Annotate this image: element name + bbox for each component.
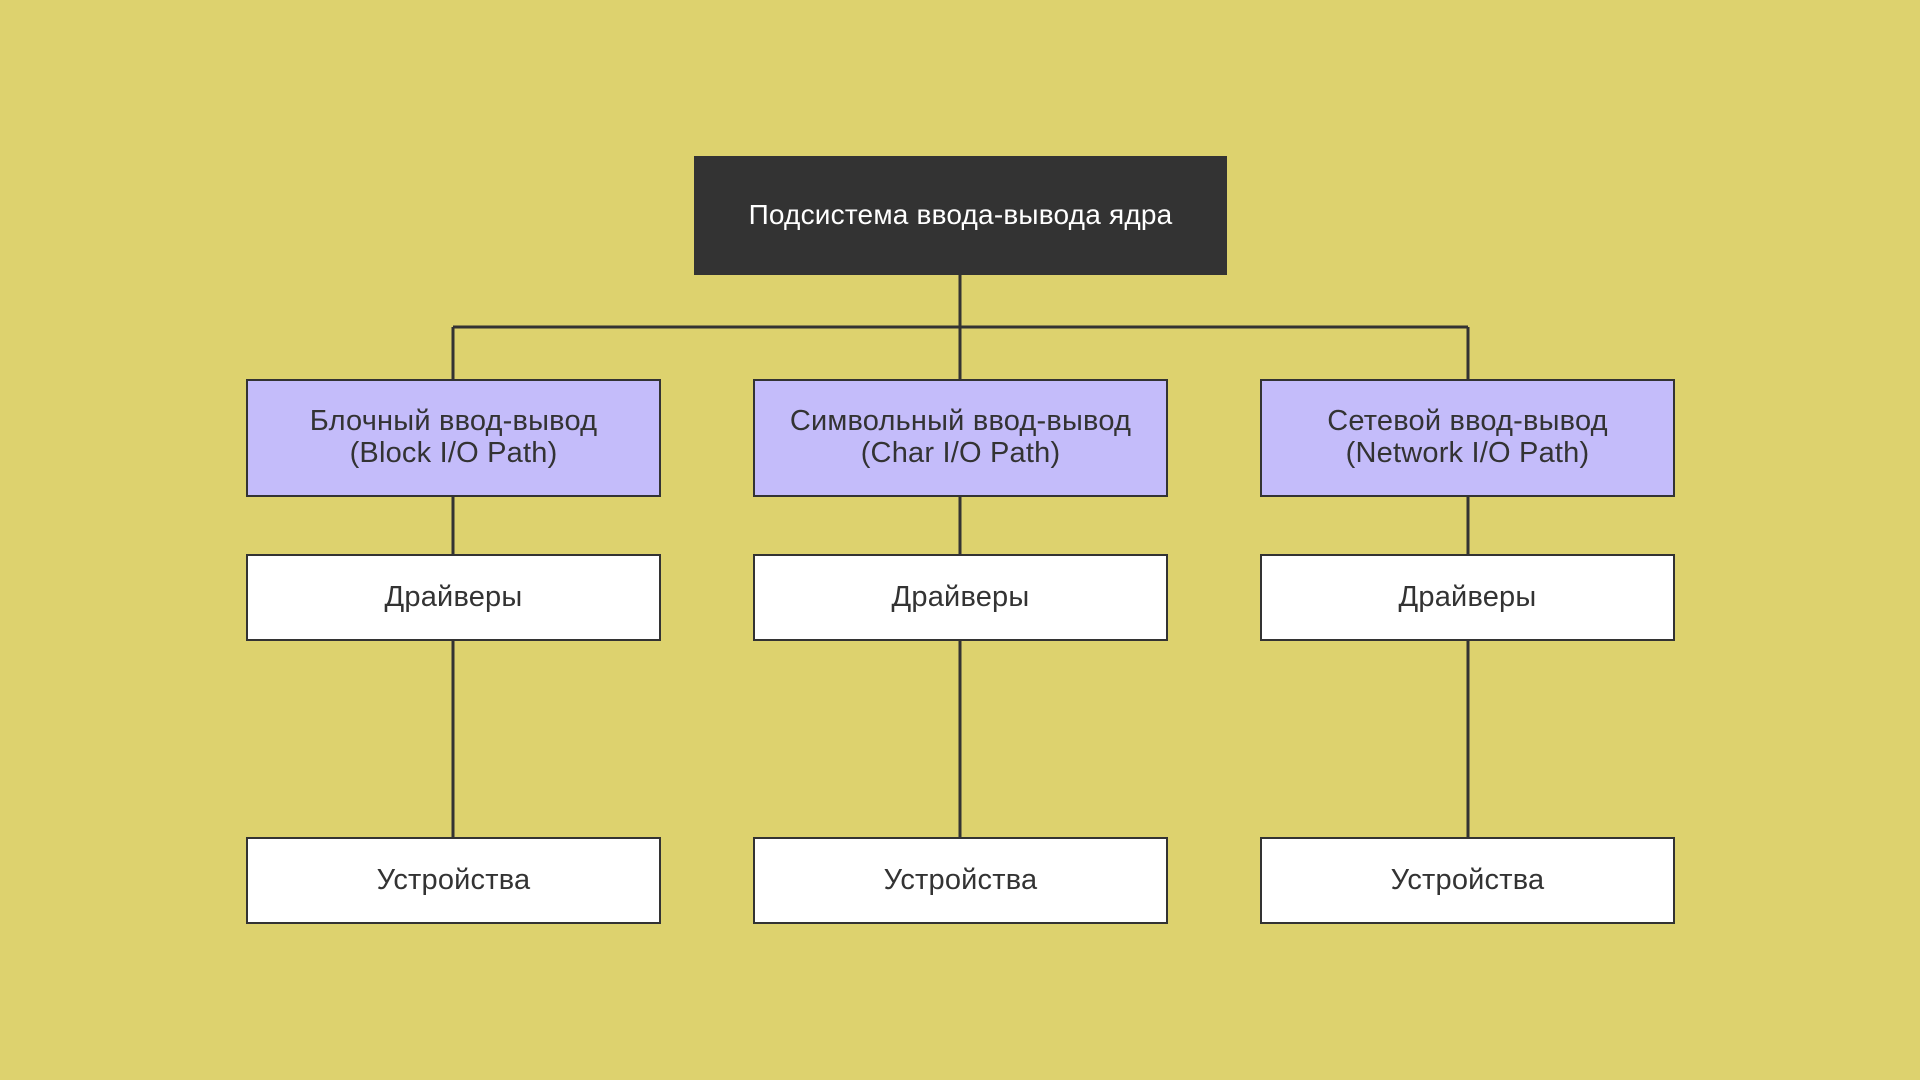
path-node-label-line2: (Network I/O Path)	[1345, 437, 1590, 469]
device-node-label: Устройства	[883, 863, 1038, 896]
path-node-label-line1: Сетевой ввод-вывод	[1327, 405, 1608, 438]
path-node-block-io: Блочный ввод-вывод (Block I/O Path)	[246, 379, 661, 497]
root-node-label: Подсистема ввода-вывода ядра	[748, 199, 1173, 231]
device-node-char: Устройства	[753, 837, 1168, 924]
driver-node-label: Драйверы	[891, 580, 1030, 613]
path-node-label-line1: Символьный ввод-вывод	[789, 405, 1132, 438]
path-node-network-io: Сетевой ввод-вывод (Network I/O Path)	[1260, 379, 1675, 497]
device-node-block: Устройства	[246, 837, 661, 924]
device-node-network: Устройства	[1260, 837, 1675, 924]
path-node-label-line1: Блочный ввод-вывод	[309, 405, 598, 438]
driver-node-block: Драйверы	[246, 554, 661, 641]
path-node-label-line2: (Block I/O Path)	[349, 437, 558, 469]
root-node-kernel-io-subsystem: Подсистема ввода-вывода ядра	[694, 156, 1227, 275]
driver-node-network: Драйверы	[1260, 554, 1675, 641]
path-node-label-line2: (Char I/O Path)	[860, 437, 1061, 469]
device-node-label: Устройства	[376, 863, 531, 896]
device-node-label: Устройства	[1390, 863, 1545, 896]
driver-node-char: Драйверы	[753, 554, 1168, 641]
driver-node-label: Драйверы	[384, 580, 523, 613]
driver-node-label: Драйверы	[1398, 580, 1537, 613]
path-node-char-io: Символьный ввод-вывод (Char I/O Path)	[753, 379, 1168, 497]
